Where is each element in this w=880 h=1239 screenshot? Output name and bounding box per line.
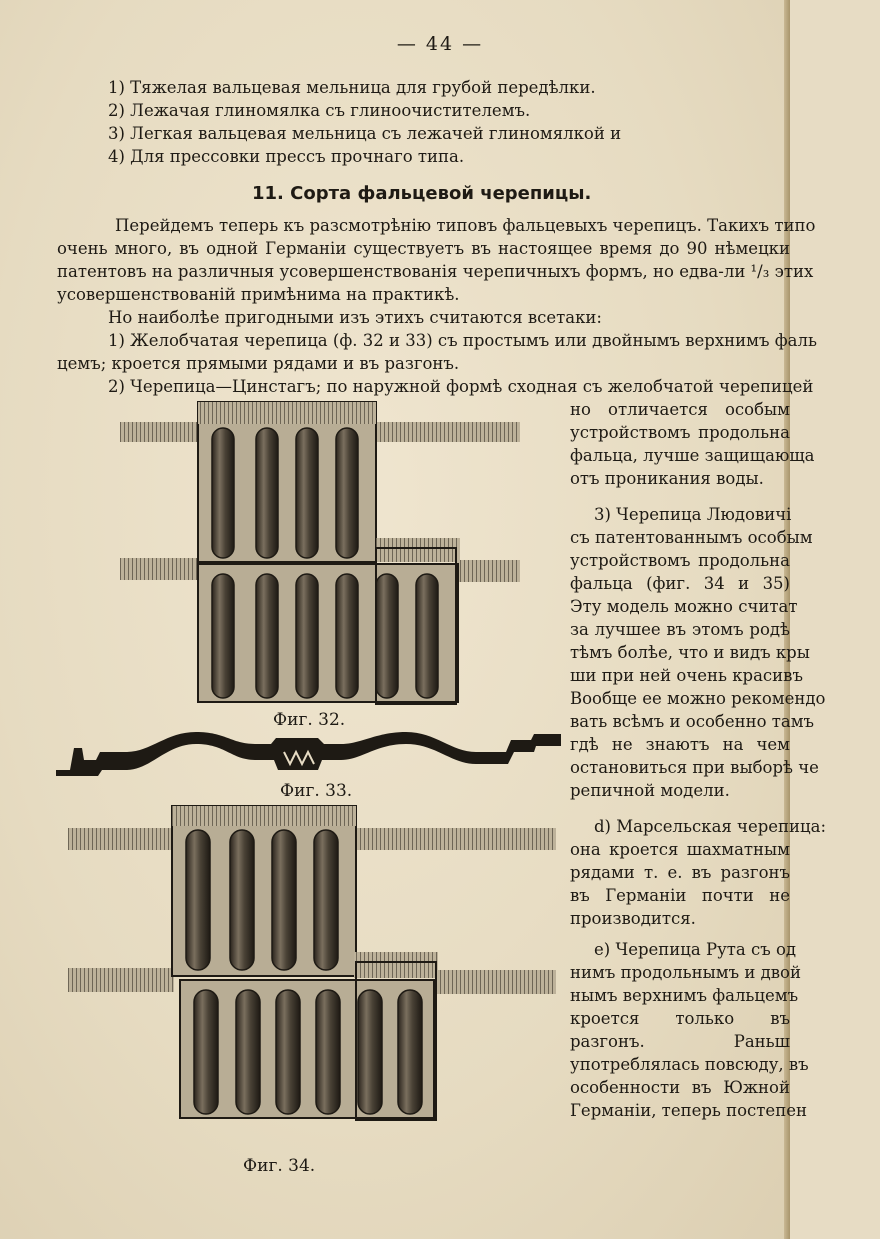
text-line: 1) Желобчатая черепица (ф. 32 и 33) съ п…: [108, 331, 817, 350]
right-column-line: разгонъ. Раньш: [570, 1032, 790, 1051]
right-column-line: съ патентованнымъ особым: [570, 528, 813, 547]
right-column-line: производится.: [570, 909, 696, 928]
right-column-line: Германіи, теперь постепен: [570, 1101, 807, 1120]
page-number: — 44 —: [396, 33, 484, 55]
list-item: 1) Тяжелая вальцевая мельница для грубой…: [108, 78, 596, 97]
right-column-line: кроется только въ: [570, 1009, 790, 1028]
text-line: Но наиболѣе пригодными изъ этихъ считают…: [108, 308, 602, 327]
section-title: 11. Сорта фальцевой черепицы.: [252, 183, 592, 204]
right-column-line: въ Германіи почти не: [570, 886, 790, 905]
right-column-line: e) Черепица Рута съ од: [594, 940, 797, 959]
right-column-line: d) Марсельская черепица:: [594, 817, 827, 836]
list-item: 2) Лежачая глиномялка съ глиноочистителе…: [108, 101, 531, 120]
list-item: 4) Для прессовки прессъ прочнаго типа.: [108, 147, 465, 166]
right-column-line: нымъ верхнимъ фальцемъ: [570, 986, 799, 1005]
right-column-line: Вообще ее можно рекомендо: [570, 689, 826, 708]
right-column-line: она кроется шахматным: [570, 840, 790, 859]
right-column-line: гдѣ не знаютъ на чем: [570, 735, 790, 754]
right-column-line: за лучшее въ этомъ родѣ: [570, 620, 790, 639]
right-column-line: особенности въ Южной: [570, 1078, 790, 1097]
text-line: патентовъ на различныя усовершенствовані…: [57, 262, 814, 281]
right-column-line: ши при ней очень красивъ: [570, 666, 803, 685]
right-column-line: вать всѣмъ и особенно тамъ: [570, 712, 815, 731]
text-line: усовершенствованій примѣнима на практикѣ…: [57, 285, 460, 304]
right-column-line: отъ проникания воды.: [570, 469, 764, 488]
figure-34-caption: Фиг. 34.: [243, 1156, 316, 1176]
right-column-line: фальца (фиг. 34 и 35): [570, 574, 790, 593]
figure-33-caption: Фиг. 33.: [280, 781, 353, 801]
text-line: цемъ; кроется прямыми рядами и въ разгон…: [57, 354, 460, 373]
right-column-line: Эту модель можно считат: [570, 597, 798, 616]
text-line: 2) Черепица—Цинстагъ; по наружной формѣ …: [108, 377, 814, 396]
figure-32-tile-illustration: [120, 398, 525, 708]
page-edge: [784, 0, 790, 1239]
list-item: 3) Легкая вальцевая мельница съ лежачей …: [108, 124, 622, 143]
right-column-line: фальца, лучше защищающа: [570, 446, 815, 465]
right-column-line: тѣмъ болѣе, что и видъ кры: [570, 643, 810, 662]
text-line: очень много, въ одной Германіи существуе…: [57, 239, 790, 258]
right-column-line: нимъ продольнымъ и двой: [570, 963, 801, 982]
right-column-line: рядами т. е. въ разгонъ: [570, 863, 790, 882]
figure-32-caption: Фиг. 32.: [273, 710, 346, 730]
right-column-line: остановиться при выборѣ че: [570, 758, 819, 777]
right-column-line: но отличается особым: [570, 400, 790, 419]
right-column-line: употреблялась повсюду, въ: [570, 1055, 809, 1074]
figure-33-profile-illustration: [56, 730, 566, 778]
right-column-line: устройствомъ продольна: [570, 551, 790, 570]
text-line: Перейдемъ теперь къ разсмотрѣнію типовъ …: [115, 216, 816, 235]
figure-34-tile-illustration: [68, 802, 558, 1122]
right-column-line: устройствомъ продольна: [570, 423, 790, 442]
right-column-line: репичной модели.: [570, 781, 730, 800]
right-column-line: 3) Черепица Людовичі: [594, 505, 792, 524]
